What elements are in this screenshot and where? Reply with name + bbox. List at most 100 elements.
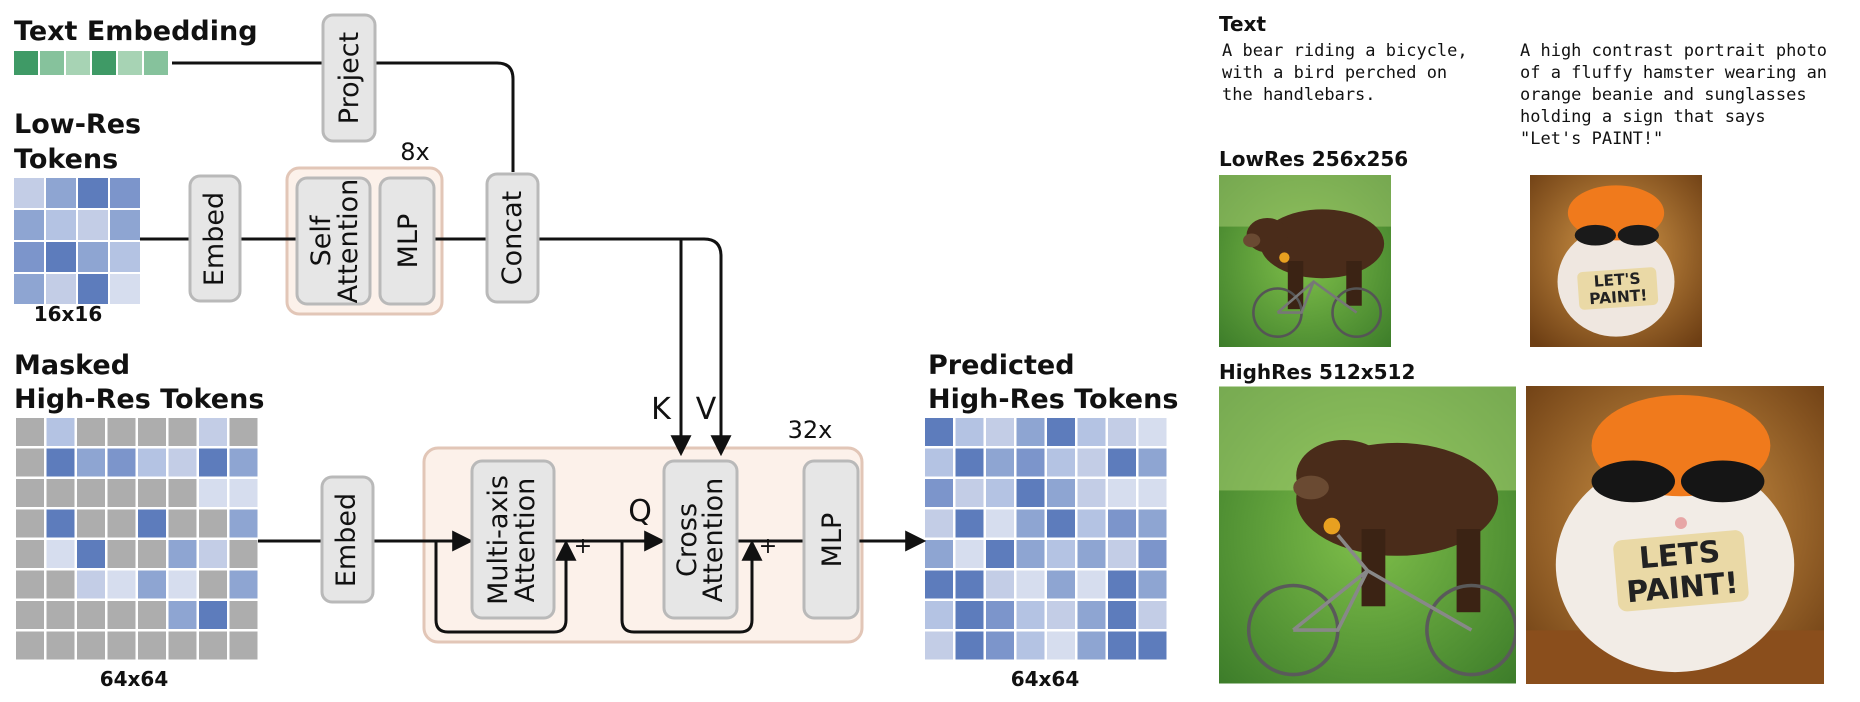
prompt-hamster-line: orange beanie and sunglasses <box>1520 85 1807 105</box>
predicted-label-line1: Predicted <box>928 350 1075 381</box>
embedding-cell <box>144 51 168 75</box>
prompt-hamster-line: of a fluffy hamster wearing an <box>1520 63 1827 83</box>
visible-token <box>199 418 227 446</box>
predicted-token <box>1047 540 1075 568</box>
predicted-token <box>1108 540 1136 568</box>
masked-token <box>46 631 75 660</box>
predicted-token <box>1047 631 1075 660</box>
predicted-token <box>1077 479 1106 507</box>
mlp-low-block: MLP <box>378 176 436 306</box>
cross-attention-block: Cross Attention <box>662 459 739 620</box>
visible-token <box>168 448 197 477</box>
connection-lines <box>140 61 927 634</box>
predicted-token <box>986 631 1014 660</box>
low-res-token <box>110 242 140 272</box>
masked-label-line2: High-Res Tokens <box>14 384 264 415</box>
highres-header: HighRes 512x512 <box>1219 360 1415 384</box>
masked-token <box>107 540 136 568</box>
masked-token <box>77 601 105 629</box>
low-res-token <box>46 210 76 240</box>
project-block-label: Project <box>334 32 365 124</box>
masked-token <box>199 570 227 599</box>
predicted-token <box>955 570 984 599</box>
masked-token <box>16 601 44 629</box>
masked-token <box>77 509 105 538</box>
masked-token <box>138 601 166 629</box>
visible-token <box>229 570 258 599</box>
low-res-token <box>78 178 108 208</box>
predicted-token <box>1108 570 1136 599</box>
visible-token <box>229 448 258 477</box>
predicted-token <box>986 448 1014 477</box>
predicted-token <box>986 418 1014 446</box>
masked-token <box>46 479 75 507</box>
embed-low-label: Embed <box>199 192 230 286</box>
text-column-header: Text <box>1219 12 1266 36</box>
predicted-token <box>925 479 953 507</box>
masked-token <box>199 631 227 660</box>
low-res-token <box>14 274 44 304</box>
predicted-label-line2: High-Res Tokens <box>928 384 1178 415</box>
predicted-token <box>986 540 1014 568</box>
masked-token <box>138 540 166 568</box>
low-res-label-line1: Low-Res <box>14 109 141 140</box>
embed-low-block: Embed <box>188 174 242 303</box>
visible-token <box>46 509 75 538</box>
multi-axis-label-1: Multi-axis <box>483 475 514 605</box>
embedding-cell <box>66 51 90 75</box>
self-attention-label-2: Attention <box>333 179 364 304</box>
predicted-token <box>1108 448 1136 477</box>
predicted-token <box>1047 448 1075 477</box>
predicted-token <box>925 570 953 599</box>
predicted-token <box>1077 601 1106 629</box>
residual-plus-1: + <box>574 534 592 559</box>
visible-token <box>77 540 105 568</box>
predicted-token <box>1138 540 1167 568</box>
embedding-cell <box>40 51 64 75</box>
sign-high-line1: LETS <box>1638 534 1722 576</box>
repeat-8x-label: 8x <box>400 138 429 166</box>
prompt-bear-line: the handlebars. <box>1222 85 1376 105</box>
visible-token <box>138 448 166 477</box>
cross-attention-label-1: Cross <box>672 503 703 577</box>
predicted-token <box>1077 448 1106 477</box>
mlp-high-block: MLP <box>802 459 860 620</box>
predicted-token <box>925 418 953 446</box>
masked-token <box>229 631 258 660</box>
prompt-bear-line: with a bird perched on <box>1222 63 1447 83</box>
lowres-bear-image <box>1219 175 1391 347</box>
predicted-token-grid <box>925 418 1167 660</box>
masked-token <box>168 631 197 660</box>
low-res-token <box>46 242 76 272</box>
visible-token <box>77 570 105 599</box>
low-res-label-line2: Tokens <box>14 144 118 175</box>
concat-label: Concat <box>497 191 528 285</box>
masked-token <box>107 509 136 538</box>
predicted-token <box>955 509 984 538</box>
predicted-token <box>1138 418 1167 446</box>
visible-token <box>168 540 197 568</box>
low-res-token <box>78 242 108 272</box>
visible-token <box>107 448 136 477</box>
masked-token <box>16 570 44 599</box>
masked-token <box>168 509 197 538</box>
low-res-token <box>110 274 140 304</box>
visible-token <box>199 540 227 568</box>
predicted-token <box>955 479 984 507</box>
predicted-token <box>1077 570 1106 599</box>
masked-token <box>168 418 197 446</box>
predicted-token <box>1047 509 1075 538</box>
predicted-token <box>1077 631 1106 660</box>
predicted-token <box>1138 479 1167 507</box>
low-res-token <box>14 210 44 240</box>
visible-token <box>138 509 166 538</box>
predicted-token <box>1016 540 1045 568</box>
self-attention-label-1: Self <box>306 214 337 266</box>
highres-bear-image <box>1219 386 1516 684</box>
mlp-high-label: MLP <box>817 513 848 568</box>
predicted-token <box>1077 540 1106 568</box>
predicted-token <box>1077 418 1106 446</box>
predicted-token <box>925 509 953 538</box>
visible-token <box>168 601 197 629</box>
